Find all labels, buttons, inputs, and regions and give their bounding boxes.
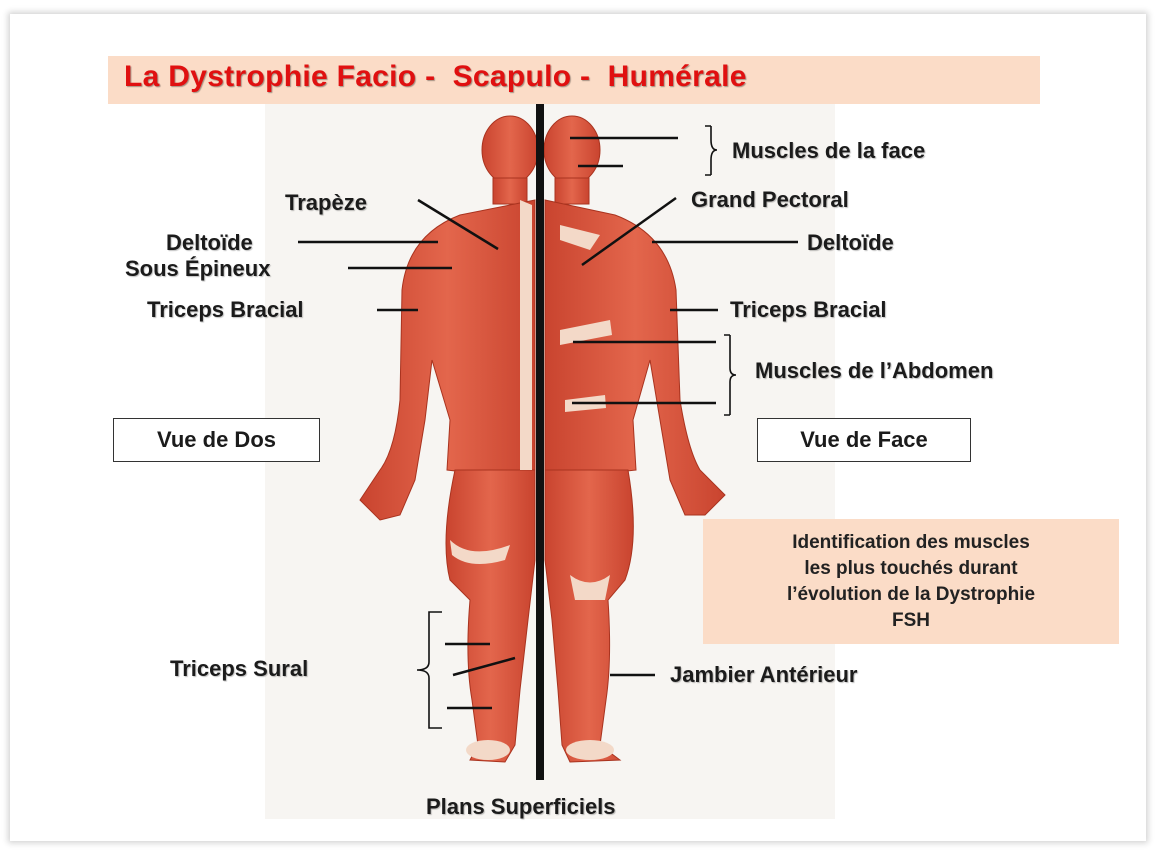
label-grand-pectoral: Grand Pectoral (691, 187, 849, 213)
view-label-front: Vue de Face (757, 418, 971, 462)
label-triceps-sural: Triceps Sural (170, 656, 308, 682)
front-head (544, 116, 600, 184)
back-neck (493, 178, 527, 204)
back-leg (446, 470, 535, 762)
info-note: Identification des muscles les plus touc… (703, 519, 1119, 644)
info-line: Identification des muscles (703, 530, 1119, 556)
info-line: l’évolution de la Dystrophie (703, 582, 1119, 608)
caption-plans-superficiels: Plans Superficiels (426, 794, 616, 820)
back-head (482, 116, 538, 184)
bracket-abdomen (730, 335, 736, 415)
front-neck (555, 178, 589, 204)
front-torso-arm (545, 200, 725, 515)
label-deltoide-front: Deltoïde (807, 230, 894, 256)
label-triceps-bracial-front: Triceps Bracial (730, 297, 887, 323)
view-label-back: Vue de Dos (113, 418, 320, 462)
label-triceps-bracial-back: Triceps Bracial (147, 297, 304, 323)
bracket-triceps-sural (417, 612, 442, 728)
label-trapeze: Trapèze (285, 190, 367, 216)
label-muscles-face: Muscles de la face (732, 138, 925, 164)
label-jambier-anterieur: Jambier Antérieur (670, 662, 857, 688)
bracket-face (711, 126, 717, 175)
label-muscles-abdomen: Muscles de l’Abdomen (755, 358, 993, 384)
center-divider (536, 104, 544, 780)
info-line: les plus touchés durant (703, 556, 1119, 582)
back-view-figure (360, 116, 538, 762)
label-sous-epineux: Sous Épineux (125, 256, 270, 282)
label-deltoide-back: Deltoïde (166, 230, 253, 256)
front-leg (545, 470, 633, 762)
info-line: FSH (703, 608, 1119, 634)
